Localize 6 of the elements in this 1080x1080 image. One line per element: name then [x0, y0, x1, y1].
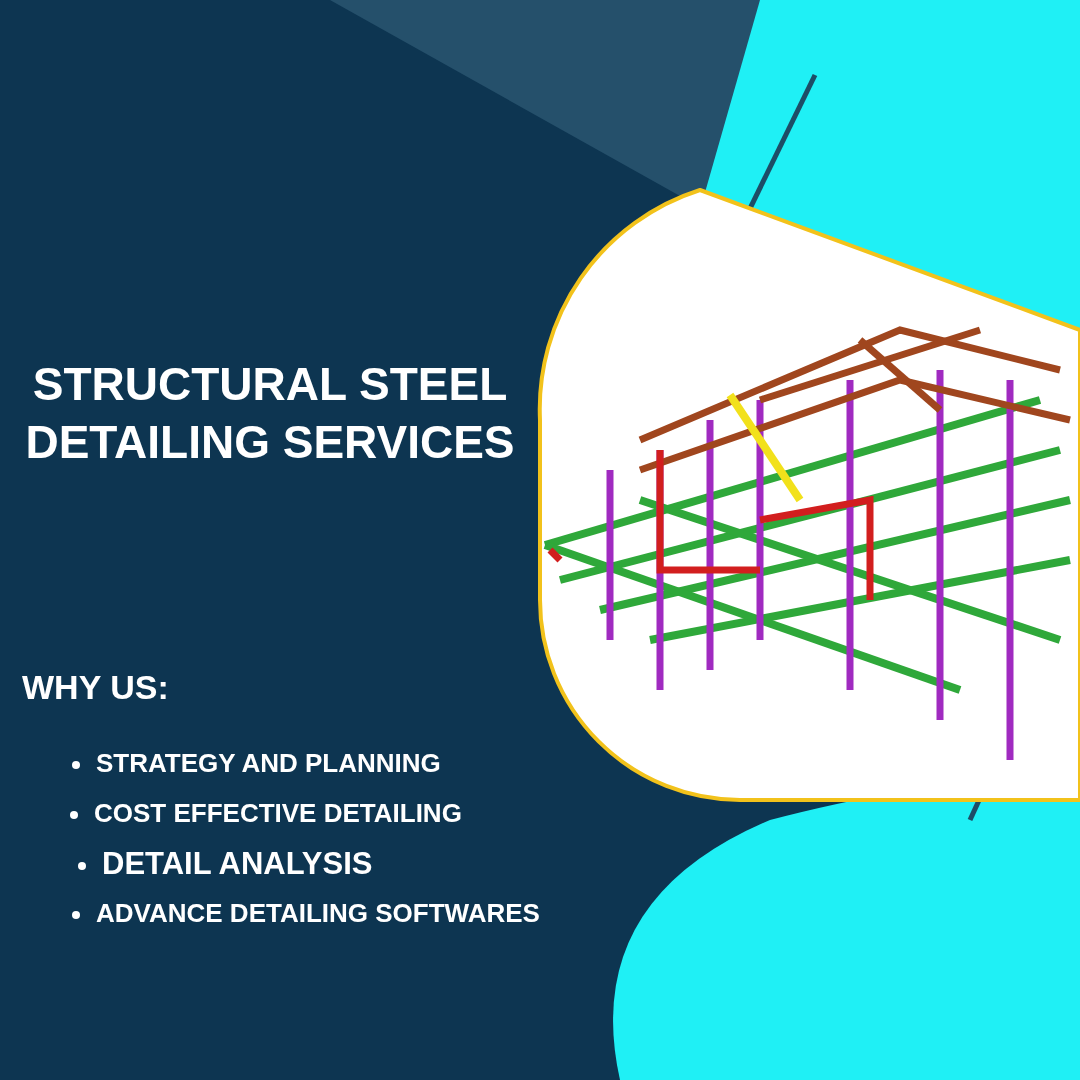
heading: STRUCTURAL STEEL DETAILING SERVICES	[24, 357, 516, 470]
bullet-item: DETAIL ANALYSIS	[102, 846, 373, 882]
bullet-item: STRATEGY AND PLANNING	[96, 748, 441, 779]
bullet-item: ADVANCE DETAILING SOFTWARES	[96, 898, 540, 929]
subheading: WHY US:	[22, 668, 169, 707]
bullet-item: COST EFFECTIVE DETAILING	[94, 798, 462, 829]
